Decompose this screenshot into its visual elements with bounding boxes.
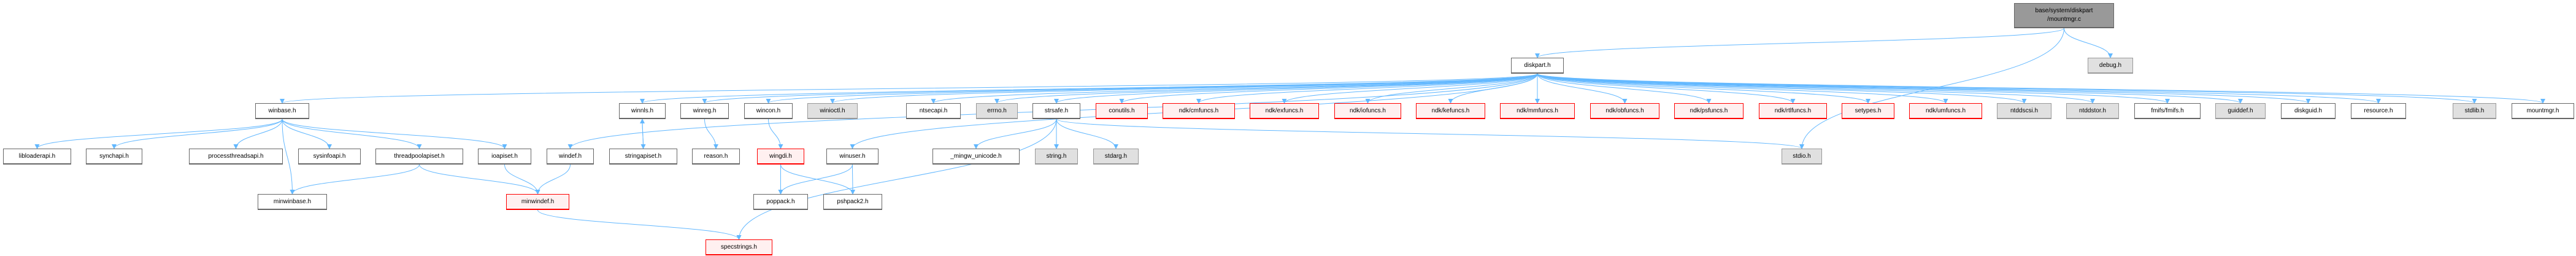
edge-diskpart-to-kefuncs — [1448, 73, 1538, 104]
node-debug[interactable]: debug.h — [2088, 58, 2133, 74]
edge-strsafe-to-specstrings — [736, 118, 1057, 240]
edge-strsafe-to-stdio — [1056, 118, 1804, 149]
edge-winbase-to-minwinbase — [282, 118, 295, 195]
edge-diskpart-to-setypes — [1537, 73, 1870, 104]
edge-diskpart-to-fmifs — [1537, 73, 2170, 104]
edge-root-to-debug — [2064, 28, 2113, 58]
node-diskguid[interactable]: diskguid.h — [2281, 103, 2336, 119]
node-winreg[interactable]: winreg.h — [680, 103, 729, 119]
node-psfuncs[interactable]: ndk/psfuncs.h — [1674, 103, 1744, 119]
node-diskpart[interactable]: diskpart.h — [1511, 58, 1564, 74]
edge-winbase-to-synchapi — [112, 118, 283, 149]
node-ntddscsi[interactable]: ntddscsi.h — [1997, 103, 2051, 119]
edge-diskpart-to-obfuncs — [1537, 73, 1628, 104]
edge-winreg-to-reason — [704, 118, 718, 149]
node-libloaderapi[interactable]: libloaderapi.h — [3, 149, 71, 165]
node-setypes[interactable]: setypes.h — [1842, 103, 1894, 119]
edge-diskpart-to-mountmgrh — [1537, 73, 2545, 104]
edge-strsafe-to-stdarg — [1056, 118, 1118, 149]
node-minwindef[interactable]: minwindef.h — [506, 194, 569, 210]
node-stdarg[interactable]: stdarg.h — [1093, 149, 1139, 165]
node-obfuncs[interactable]: ndk/obfuncs.h — [1590, 103, 1659, 119]
edge-diskpart-to-wincon — [766, 73, 1538, 104]
node-stdlib[interactable]: stdlib.h — [2453, 103, 2496, 119]
node-strsafe[interactable]: strsafe.h — [1032, 103, 1080, 119]
node-resource[interactable]: resource.h — [2351, 103, 2406, 119]
edge-windef-to-minwindef — [535, 164, 571, 195]
node-pshpack2[interactable]: pshpack2.h — [823, 194, 882, 210]
edge-minwindef-to-specstrings — [537, 209, 742, 240]
edge-diskpart-to-exfuncs — [1282, 73, 1538, 104]
node-iofuncs[interactable]: ndk/iofuncs.h — [1334, 103, 1401, 119]
edge-diskpart-to-psfuncs — [1537, 73, 1712, 104]
edge-diskpart-to-winbase — [280, 73, 1538, 104]
node-kefuncs[interactable]: ndk/kefuncs.h — [1416, 103, 1485, 119]
node-mountmgrh[interactable]: mountmgr.h — [2512, 103, 2574, 119]
node-reason[interactable]: reason.h — [692, 149, 740, 165]
node-ioapiset[interactable]: ioapiset.h — [478, 149, 531, 165]
node-winbase[interactable]: winbase.h — [255, 103, 309, 119]
edge-ioapiset-to-minwindef — [504, 164, 540, 195]
edge-winbase-to-sysinfoapi — [282, 118, 332, 149]
edge-diskpart-to-umfuncs — [1537, 73, 1948, 104]
edge-threadpoolapiset-to-minwinbase — [290, 164, 420, 195]
edge-diskpart-to-errno — [994, 73, 1538, 104]
edge-diskpart-to-ntddscsi — [1537, 73, 2027, 104]
node-threadpoolapiset[interactable]: threadpoolapiset.h — [375, 149, 463, 165]
node-fmifs[interactable]: fmifs/fmifs.h — [2134, 103, 2201, 119]
node-sysinfoapi[interactable]: sysinfoapi.h — [298, 149, 361, 165]
node-poppack[interactable]: poppack.h — [753, 194, 808, 210]
node-rtlfuncs[interactable]: ndk/rtlfuncs.h — [1759, 103, 1827, 119]
node-umfuncs[interactable]: ndk/umfuncs.h — [1909, 103, 1982, 119]
edge-stringapiset-to-winnls — [640, 118, 645, 149]
node-winuser[interactable]: winuser.h — [826, 149, 879, 165]
node-mmfuncs[interactable]: ndk/mmfuncs.h — [1500, 103, 1575, 119]
node-specstrings[interactable]: specstrings.h — [706, 239, 772, 255]
edge-root-to-diskpart — [1535, 28, 2064, 58]
edge-diskpart-to-diskguid — [1537, 73, 2311, 104]
node-stdio[interactable]: stdio.h — [1782, 149, 1822, 165]
edge-threadpoolapiset-to-minwindef — [419, 164, 540, 195]
node-winioctl[interactable]: winioctl.h — [807, 103, 858, 119]
edge-diskpart-to-ntsecapi — [931, 73, 1538, 104]
edge-diskpart-to-cmfuncs — [1196, 73, 1538, 104]
node-synchapi[interactable]: synchapi.h — [86, 149, 142, 165]
node-guiddef[interactable]: guiddef.h — [2215, 103, 2266, 119]
edge-diskpart-to-winnls — [640, 73, 1538, 104]
node-mingw-unicode[interactable]: _mingw_unicode.h — [932, 149, 1020, 165]
edge-diskpart-to-iofuncs — [1365, 73, 1538, 104]
edge-diskpart-to-ntddstor — [1537, 73, 2095, 104]
node-windef[interactable]: windef.h — [547, 149, 594, 165]
node-processthreadsapi[interactable]: processthreadsapi.h — [189, 149, 283, 165]
node-ntddstor[interactable]: ntddstor.h — [2066, 103, 2119, 119]
node-conutils[interactable]: conutils.h — [1096, 103, 1148, 119]
edge-winbase-to-ioapiset — [282, 118, 507, 149]
edge-winbase-to-processthreadsapi — [233, 118, 283, 149]
edge-winuser-to-poppack — [778, 164, 853, 195]
edge-diskpart-to-winioctl — [830, 73, 1538, 104]
node-wincon[interactable]: wincon.h — [744, 103, 793, 119]
edge-diskpart-to-strsafe — [1054, 73, 1538, 104]
edge-wincon-to-wingdi — [768, 118, 783, 149]
node-winnls[interactable]: winnls.h — [619, 103, 666, 119]
edge-diskpart-to-resource — [1537, 73, 2381, 104]
node-string[interactable]: string.h — [1035, 149, 1078, 165]
node-exfuncs[interactable]: ndk/exfuncs.h — [1250, 103, 1319, 119]
edge-diskpart-to-rtlfuncs — [1537, 73, 1796, 104]
node-errno[interactable]: errno.h — [976, 103, 1018, 119]
edge-winbase-to-libloaderapi — [34, 118, 283, 149]
edge-diskpart-to-conutils — [1119, 73, 1538, 104]
node-minwinbase[interactable]: minwinbase.h — [258, 194, 327, 210]
node-stringapiset[interactable]: stringapiset.h — [609, 149, 677, 165]
node-cmfuncs[interactable]: ndk/cmfuncs.h — [1163, 103, 1235, 119]
edge-strsafe-to-mingw_unicode — [974, 118, 1057, 149]
node-wingdi[interactable]: wingdi.h — [757, 149, 804, 165]
node-ntsecapi[interactable]: ntsecapi.h — [906, 103, 961, 119]
node-root[interactable]: base/system/diskpart /mountmgr.c — [2014, 3, 2114, 28]
edge-winbase-to-threadpoolapiset — [282, 118, 422, 149]
